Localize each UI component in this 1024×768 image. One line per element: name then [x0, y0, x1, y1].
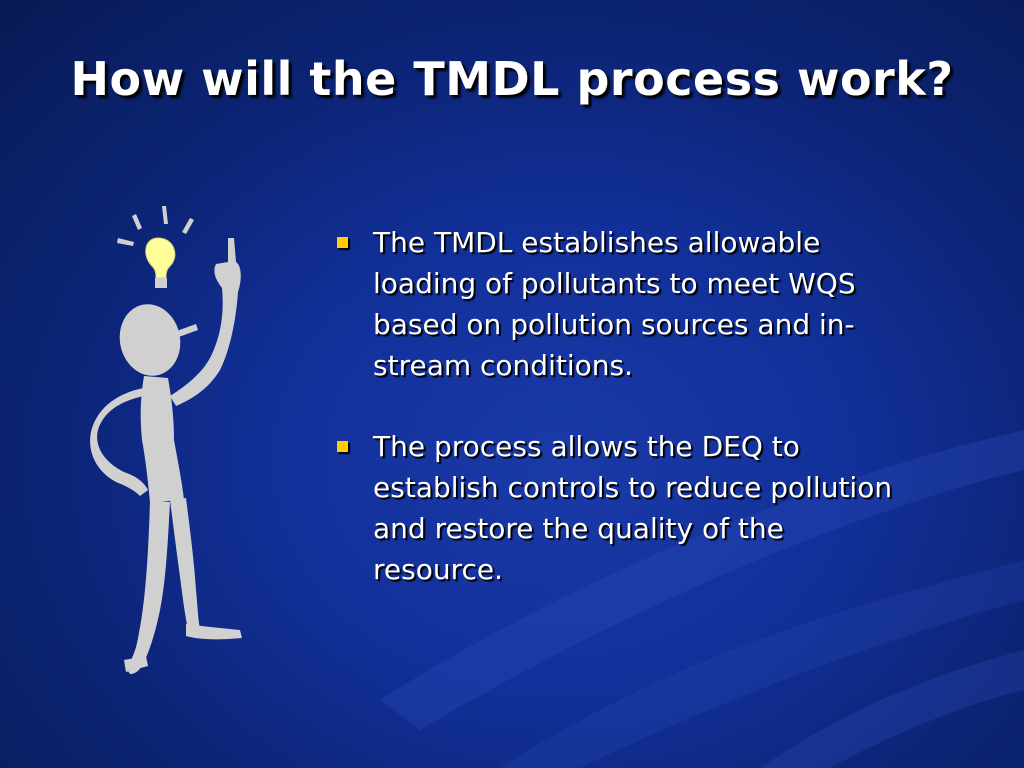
- stick-figure-body: [90, 238, 242, 674]
- square-bullet-icon: [337, 237, 348, 248]
- bullet-text: The process allows the DEQ to establish …: [373, 430, 893, 586]
- bullet-item: The TMDL establishes allowable loading o…: [333, 222, 913, 386]
- stick-figure-lightbulb-icon: [90, 206, 242, 674]
- idea-rays-icon: [117, 206, 194, 246]
- lightbulb-icon: [145, 237, 176, 288]
- bullet-text: The TMDL establishes allowable loading o…: [373, 226, 856, 382]
- bullet-item: The process allows the DEQ to establish …: [333, 426, 913, 590]
- slide-title: How will the TMDL process work?: [70, 52, 954, 106]
- bullet-list: The TMDL establishes allowable loading o…: [333, 222, 913, 630]
- square-bullet-icon: [337, 441, 348, 452]
